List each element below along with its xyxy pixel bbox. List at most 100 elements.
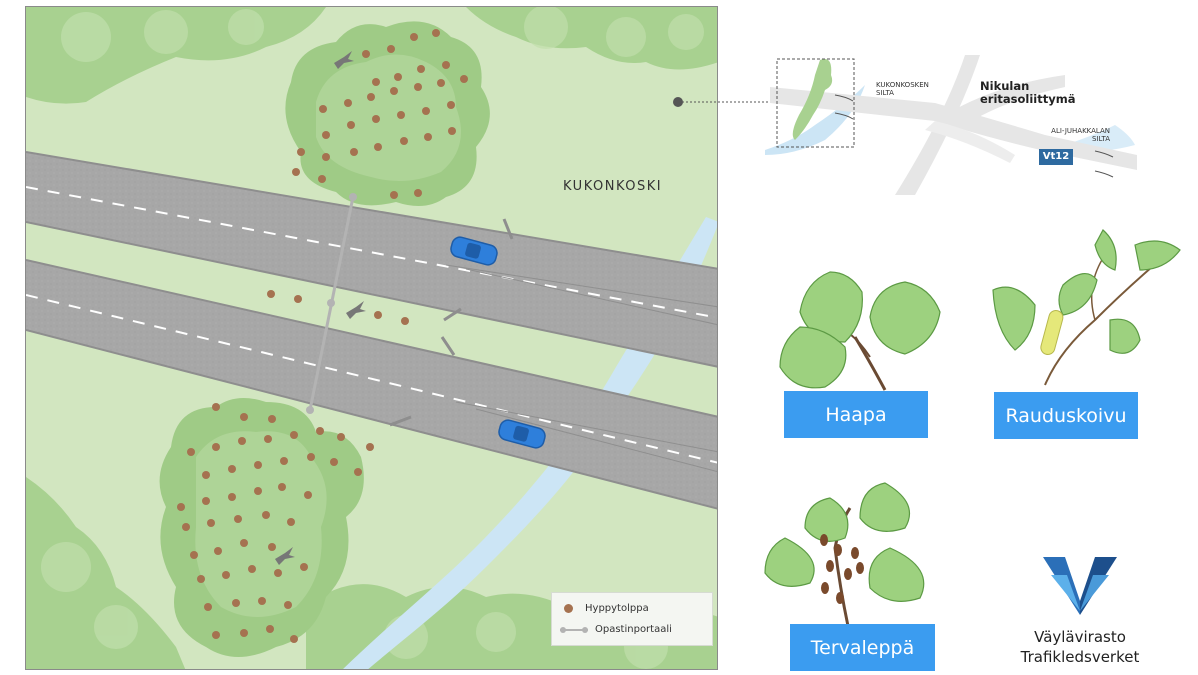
jump-pole — [316, 427, 324, 435]
legend-jump-pole: Hyppytolppa — [560, 603, 649, 614]
jump-pole — [202, 497, 210, 505]
jump-pole — [330, 458, 338, 466]
jump-pole — [304, 491, 312, 499]
inset-bridge-2-label: ALI-JUHAKKALAN SILTA — [1051, 127, 1110, 143]
squirrel-icon — [334, 51, 354, 69]
species-haapa: Haapa — [770, 262, 945, 442]
jump-pole — [387, 45, 395, 53]
jump-pole — [374, 311, 382, 319]
sign-portal-icon — [560, 626, 588, 633]
jump-pole — [390, 87, 398, 95]
crossing-map: KUKONKOSKI Hyppytolppa Opastinportaali — [25, 6, 718, 670]
jump-pole — [318, 175, 326, 183]
sign-portal — [306, 193, 357, 414]
jump-pole — [264, 435, 272, 443]
jump-pole — [350, 148, 358, 156]
jump-pole — [414, 189, 422, 197]
jump-pole — [362, 50, 370, 58]
jump-pole — [322, 153, 330, 161]
jump-pole — [222, 571, 230, 579]
jump-pole — [292, 168, 300, 176]
jump-pole — [248, 565, 256, 573]
jump-pole — [240, 539, 248, 547]
location-inset-map — [765, 45, 1140, 197]
jump-pole — [204, 603, 212, 611]
species-label: Tervaleppä — [790, 624, 935, 671]
jump-pole — [274, 569, 282, 577]
road-number-badge: Vt12 — [1039, 149, 1073, 165]
jump-pole — [401, 317, 409, 325]
jump-pole — [374, 143, 382, 151]
jump-pole — [414, 83, 422, 91]
jump-pole — [240, 413, 248, 421]
jump-pole — [234, 515, 242, 523]
jump-pole — [228, 465, 236, 473]
car-icon — [498, 419, 546, 449]
car-icon — [450, 236, 498, 266]
jump-pole — [297, 148, 305, 156]
jump-pole — [372, 115, 380, 123]
jump-pole — [447, 101, 455, 109]
road-south-carriageway — [26, 259, 717, 510]
road-north-carriageway — [26, 151, 717, 368]
jump-pole — [182, 523, 190, 531]
place-label: KUKONKOSKI — [563, 179, 663, 194]
jump-pole — [212, 443, 220, 451]
squirrel-icon — [275, 547, 295, 565]
jump-pole — [337, 433, 345, 441]
jump-pole — [187, 448, 195, 456]
jump-pole — [300, 563, 308, 571]
jump-pole — [254, 461, 262, 469]
squirrel-icon — [346, 301, 366, 319]
jump-pole — [366, 443, 374, 451]
jump-pole — [432, 29, 440, 37]
south-grove — [159, 398, 364, 657]
logo-text: Väylävirasto Trafikledsverket — [1020, 628, 1140, 666]
jump-pole — [287, 518, 295, 526]
jump-pole — [267, 290, 275, 298]
jump-pole — [268, 543, 276, 551]
jump-pole — [232, 599, 240, 607]
jump-pole — [424, 133, 432, 141]
inset-bridge-1-label: KUKONKOSKEN SILTA — [876, 81, 929, 97]
species-tervaleppa: Tervaleppä — [760, 478, 940, 674]
jump-pole — [322, 131, 330, 139]
jump-pole — [290, 635, 298, 643]
species-label: Rauduskoivu — [994, 392, 1138, 439]
legend-sign-portal: Opastinportaali — [560, 624, 672, 635]
jump-pole — [448, 127, 456, 135]
jump-pole — [240, 629, 248, 637]
jump-pole — [394, 73, 402, 81]
jump-poles — [177, 29, 468, 643]
species-rauduskoivu: Rauduskoivu — [985, 225, 1185, 440]
jump-pole — [400, 137, 408, 145]
jump-pole — [417, 65, 425, 73]
jump-pole — [228, 493, 236, 501]
jump-pole — [290, 431, 298, 439]
jump-pole — [278, 483, 286, 491]
jump-pole — [202, 471, 210, 479]
jump-pole — [372, 78, 380, 86]
jump-pole — [190, 551, 198, 559]
birch-leaf-icon — [992, 229, 1181, 386]
aspen-leaf-icon — [779, 271, 941, 391]
inset-leader — [673, 97, 778, 107]
jump-pole — [207, 519, 215, 527]
jump-pole — [266, 625, 274, 633]
alder-leaf-icon — [764, 482, 925, 627]
jump-pole — [347, 121, 355, 129]
jump-pole — [367, 93, 375, 101]
jump-pole — [437, 79, 445, 87]
jump-pole — [390, 191, 398, 199]
jump-pole — [442, 61, 450, 69]
jump-pole — [197, 575, 205, 583]
vaylavirasto-logo-icon — [1043, 557, 1117, 615]
jump-pole — [294, 295, 302, 303]
jump-pole — [212, 403, 220, 411]
jump-pole — [212, 631, 220, 639]
jump-pole — [268, 415, 276, 423]
jump-pole — [284, 601, 292, 609]
jump-pole — [354, 468, 362, 476]
jump-pole — [177, 503, 185, 511]
jump-pole — [280, 457, 288, 465]
